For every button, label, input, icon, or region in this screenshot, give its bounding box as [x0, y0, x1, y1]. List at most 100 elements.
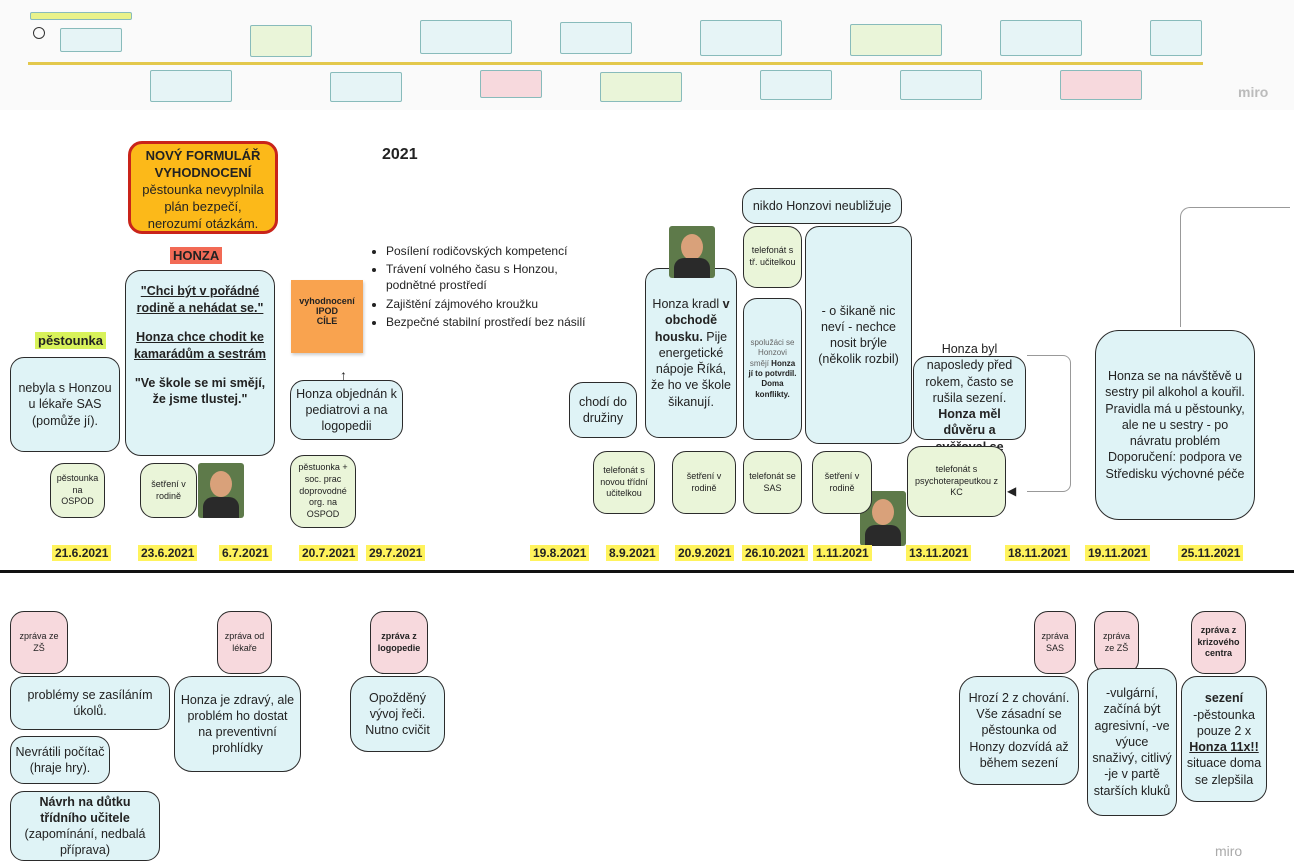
overview-element — [1060, 70, 1142, 100]
note-spoluzaci[interactable]: spolužáci se Honzovi smějí Honza jí to p… — [743, 298, 802, 440]
overview-element — [700, 20, 782, 56]
connector-line — [1180, 207, 1290, 327]
sticky-line: CÍLE — [316, 316, 338, 326]
overview-element — [1000, 20, 1082, 56]
quote-3: "Ve škole se mi smějí, že jsme tlustej." — [134, 375, 266, 407]
note-navrh[interactable]: Návrh na důtku třídního učitele (zapomín… — [10, 791, 160, 861]
goal-item: Trávení volného času s Honzou, podnětné … — [386, 261, 587, 293]
overview-element — [330, 72, 402, 102]
naposledy-text: Honza byl naposledy před rokem, často se… — [925, 342, 1014, 405]
honza-label: HONZA — [170, 247, 223, 264]
note-navsteva[interactable]: Honza se na návštěvě u sestry pil alkoho… — [1095, 330, 1255, 520]
task-nova-ucitelka[interactable]: telefonát s novou třídní učitelkou — [593, 451, 655, 514]
note-sikana[interactable]: - o šikaně nic neví - nechce nosit brýle… — [805, 226, 912, 444]
overview-element — [420, 20, 512, 54]
board-overview-minimap[interactable]: miro — [0, 0, 1294, 110]
date-label: 25.11.2021 — [1178, 545, 1244, 561]
kradl-bold: v obchodě housku. — [654, 297, 730, 344]
date-label: 1.11.2021 — [813, 545, 872, 561]
overview-element — [60, 28, 122, 52]
note-pediatr[interactable]: Honza objednán k pediatrovi a na logoped… — [290, 380, 403, 440]
date-label: 21.6.2021 — [52, 545, 112, 561]
date-label: 20.7.2021 — [299, 545, 359, 561]
overview-element — [900, 70, 982, 100]
sezeni-title: sezení — [1204, 691, 1244, 706]
overview-element — [600, 72, 682, 102]
spoluzaci-bold: Honza jí to potvrdil. Doma konflikty. — [748, 358, 797, 399]
report-krize[interactable]: zpráva z krizového centra — [1191, 611, 1246, 674]
overview-element — [560, 22, 632, 54]
overview-element — [33, 27, 45, 39]
task-psycho[interactable]: telefonát s psychoterapeutkou z KC — [907, 446, 1006, 517]
spoluzaci-text: spolužáci se Honzovi smějí — [749, 337, 795, 368]
goal-item: Bezpečné stabilní prostředí bez násilí — [386, 314, 587, 330]
pestounka-label: pěstounka — [35, 332, 107, 349]
footer-brand: miro — [1215, 843, 1243, 859]
sezeni-text: situace doma se zlepšila — [1186, 756, 1262, 787]
task-ucitelka[interactable]: telefonát s tř. učitelkou — [743, 226, 802, 288]
note-kradl[interactable]: Honza kradl v obchodě housku. Pije energ… — [645, 268, 737, 438]
date-label: 29.7.2021 — [366, 545, 426, 561]
goals-list[interactable]: Posílení rodičovských kompetencí Trávení… — [372, 243, 587, 332]
overview-element — [480, 70, 542, 98]
overview-element — [150, 70, 232, 102]
report-logopedie[interactable]: zpráva z logopedie — [370, 611, 428, 674]
connector-line — [1027, 355, 1071, 492]
photo-honza — [860, 491, 906, 546]
task-setreni[interactable]: šetření v rodině — [672, 451, 736, 514]
new-form-title: NOVÝ FORMULÁŘ VYHODNOCENÍ — [145, 148, 261, 180]
kradl-rest: Pije energetické nápoje Říká, že ho ve š… — [651, 329, 731, 409]
task-setreni[interactable]: šetření v rodině — [812, 451, 872, 514]
date-label: 8.9.2021 — [606, 545, 659, 561]
overview-timeline — [28, 62, 1203, 65]
report-lekar[interactable]: zpráva od lékaře — [217, 611, 272, 674]
note-sezeni[interactable]: sezení -pěstounka pouze 2 x Honza 11x!! … — [1181, 676, 1267, 802]
kradl-text: Honza kradl — [652, 297, 723, 312]
report-zs[interactable]: zpráva ze ZŠ — [1094, 611, 1139, 674]
note-druzina[interactable]: chodí do družiny — [569, 382, 637, 438]
sezeni-text: -pěstounka pouze 2 x — [1193, 707, 1255, 738]
note-zdravy[interactable]: Honza je zdravý, ale problém ho dostat n… — [174, 676, 301, 772]
task-soc[interactable]: pěstuonka + soc. prac doprovodné org. na… — [290, 455, 356, 528]
report-zs[interactable]: zpráva ze ZŠ — [10, 611, 68, 674]
arrow-up-icon: ↑ — [340, 367, 347, 383]
overview-element — [30, 12, 132, 20]
task-setreni[interactable]: šetření v rodině — [140, 463, 197, 518]
note-lekar[interactable]: nebyla s Honzou u lékaře SAS (pomůže jí)… — [10, 357, 120, 452]
ipod-sticky-note[interactable]: vyhodnocení IPOD CÍLE — [291, 280, 363, 353]
note-naposledy[interactable]: Honza byl naposledy před rokem, často se… — [913, 342, 1026, 454]
goal-item: Zajištění zájmového kroužku — [386, 296, 587, 312]
goal-item: Posílení rodičovských kompetencí — [386, 243, 587, 259]
date-label: 26.10.2021 — [742, 545, 809, 561]
new-form-text: pěstounka nevyplnila plán bezpečí, neroz… — [142, 181, 264, 231]
photo-honza — [198, 463, 244, 518]
overview-element — [850, 24, 942, 56]
date-label: 13.11.2021 — [906, 545, 972, 561]
task-ospod[interactable]: pěstounka na OSPOD — [50, 463, 105, 518]
overview-element — [250, 25, 312, 57]
sticky-line: IPOD — [315, 306, 338, 316]
date-label: 19.11.2021 — [1085, 545, 1151, 561]
new-form-card[interactable]: NOVÝ FORMULÁŘ VYHODNOCENÍ pěstounka nevy… — [128, 141, 278, 234]
date-label: 19.8.2021 — [530, 545, 590, 561]
task-sas[interactable]: telefonát se SAS — [743, 451, 802, 514]
year-heading: 2021 — [382, 146, 418, 163]
note-pocitac[interactable]: Nevrátili počítač (hraje hry). — [10, 736, 110, 784]
honza-quotes-card[interactable]: "Chci být v pořádné rodině a nehádat se.… — [125, 270, 275, 456]
photo-honza — [669, 226, 715, 278]
note-vulgarni[interactable]: -vulgární, začíná být agresivní, -ve výu… — [1087, 668, 1177, 816]
note-hrozi[interactable]: Hrozí 2 z chování. Vše zásadní se pěstou… — [959, 676, 1079, 785]
arrow-left-icon: ◀ — [1007, 484, 1017, 498]
date-label: 23.6.2021 — [138, 545, 198, 561]
overview-element — [1150, 20, 1202, 56]
overview-element — [760, 70, 832, 100]
quote-1: "Chci být v pořádné rodině a nehádat se.… — [136, 284, 264, 315]
overview-brand: miro — [1238, 84, 1269, 100]
note-neublizuje[interactable]: nikdo Honzovi neubližuje — [742, 188, 902, 224]
note-opozdeny[interactable]: Opožděný vývoj řeči. Nutno cvičit — [350, 676, 445, 752]
date-label: 18.11.2021 — [1005, 545, 1071, 561]
sezeni-highlight: Honza 11x!! — [1189, 740, 1259, 754]
note-ukoly[interactable]: problémy se zasíláním úkolů. — [10, 676, 170, 730]
report-sas[interactable]: zpráva SAS — [1034, 611, 1076, 674]
quote-2: Honza chce chodit ke kamarádům a sestrám — [133, 329, 267, 361]
